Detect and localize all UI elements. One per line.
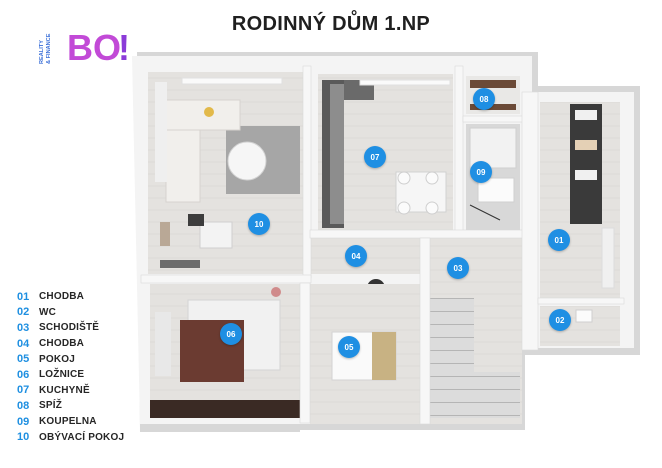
room-badge-07: 07 <box>364 146 386 168</box>
room-05 <box>310 284 420 424</box>
room-badge-03: 03 <box>447 257 469 279</box>
legend-label: KUCHYNĚ <box>39 384 90 396</box>
legend-number: 04 <box>17 337 30 350</box>
legend-label: LOŽNICE <box>39 369 85 381</box>
legend-number: 09 <box>17 415 30 428</box>
room-badge-08: 08 <box>473 88 495 110</box>
legend-label: SCHODIŠTĚ <box>39 322 100 334</box>
room-badge-10: 10 <box>248 213 270 235</box>
room-kitchen <box>318 74 453 230</box>
legend-number: 10 <box>17 431 30 444</box>
legend-item: 05 POKOJ <box>17 351 124 367</box>
svg-text:!: ! <box>118 27 130 68</box>
interior-walls <box>140 65 625 425</box>
room-badge-01: 01 <box>548 229 570 251</box>
legend-number: 07 <box>17 384 30 397</box>
room-bedroom <box>150 284 300 418</box>
svg-text:REALITY: REALITY <box>39 40 45 64</box>
room-hallway-01 <box>540 102 620 298</box>
legend-label: KOUPELNA <box>39 416 97 428</box>
room-badge-04: 04 <box>345 245 367 267</box>
legend-number: 05 <box>17 353 30 366</box>
room-badge-02: 02 <box>549 309 571 331</box>
legend-number: 02 <box>17 306 30 319</box>
legend-label: OBÝVACÍ POKOJ <box>39 431 125 443</box>
legend-number: 01 <box>17 290 30 303</box>
legend-label: SPÍŽ <box>39 400 63 412</box>
legend-number: 03 <box>17 321 30 334</box>
legend-label: POKOJ <box>39 353 76 365</box>
legend-item: 06 LOŽNICE <box>17 367 124 383</box>
svg-text:BO: BO <box>67 27 121 68</box>
room-badge-05: 05 <box>338 336 360 358</box>
legend-item: 09 KOUPELNA <box>17 414 124 430</box>
room-badge-06: 06 <box>220 323 242 345</box>
page-title: RODINNÝ DŮM 1.NP <box>231 13 431 35</box>
svg-text:& FINANCE: & FINANCE <box>46 33 52 64</box>
legend-item: 02 WC <box>17 305 124 321</box>
legend-number: 06 <box>17 368 30 381</box>
legend-item: 07 KUCHYNĚ <box>17 383 124 399</box>
room-living <box>148 72 303 274</box>
legend-label: WC <box>39 306 57 318</box>
legend-label: CHODBA <box>39 291 85 303</box>
legend-number: 08 <box>17 399 30 412</box>
legend-item: 03 SCHODIŠTĚ <box>17 320 124 336</box>
bo-logo: BO ! REALITY & FINANCE <box>39 27 130 68</box>
room-staircase <box>430 238 522 424</box>
legend-label: CHODBA <box>39 338 85 350</box>
room-badge-09: 09 <box>470 161 492 183</box>
legend-item: 08 SPÍŽ <box>17 398 124 414</box>
legend-item: 01 CHODBA <box>17 289 124 305</box>
legend-item: 04 CHODBA <box>17 336 124 352</box>
legend-item: 10 OBÝVACÍ POKOJ <box>17 429 124 445</box>
